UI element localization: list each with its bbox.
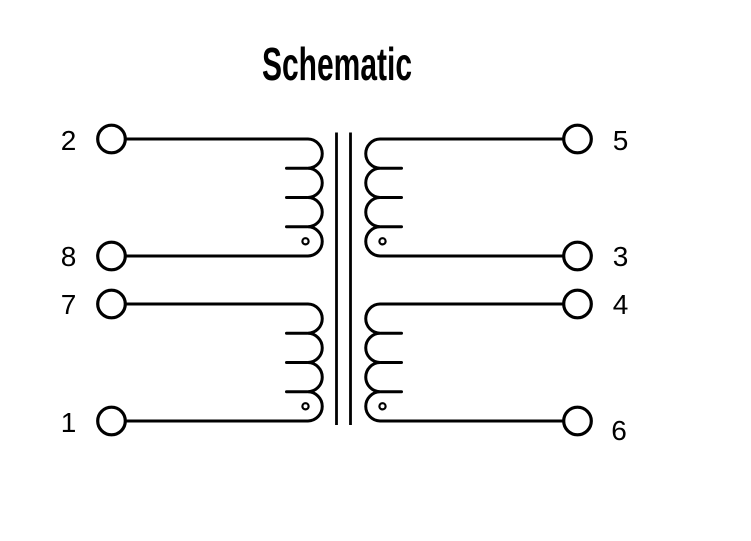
pin-7-label: 7 (61, 289, 77, 320)
pin-terminals (96, 123, 593, 437)
winding-stubs (285, 331, 309, 394)
pin-4-terminal (562, 288, 593, 320)
pin-1-terminal (96, 405, 127, 437)
pin-6-terminal (562, 405, 593, 437)
winding-stubs (379, 331, 403, 394)
winding-stubs (285, 166, 309, 229)
polarity-dot-pin-3 (378, 237, 387, 246)
pin-8-label: 8 (61, 241, 77, 272)
polarity-dot-pin-6 (378, 402, 387, 411)
pin-6-label: 6 (611, 415, 627, 446)
winding-bottom-right (364, 302, 564, 423)
pin-5-terminal (562, 123, 593, 155)
winding-stubs (379, 166, 403, 229)
pin-5-label: 5 (613, 125, 629, 156)
pin-4-label: 4 (613, 289, 629, 320)
pin-7-terminal (96, 288, 127, 320)
pin-labels: 2 8 7 1 5 3 4 6 (61, 125, 629, 446)
pin-8-terminal (96, 240, 127, 272)
winding-top-left (125, 137, 324, 258)
polarity-dot-pin-8 (301, 237, 310, 246)
winding-top-right (364, 137, 564, 258)
pin-3-terminal (562, 240, 593, 272)
winding-bottom-left (125, 302, 324, 423)
pin-2-label: 2 (61, 125, 77, 156)
transformer-core (335, 132, 352, 425)
polarity-dot-pin-1 (301, 402, 310, 411)
pin-3-label: 3 (613, 241, 629, 272)
schematic-title: Schematic (262, 38, 412, 90)
pin-1-label: 1 (61, 407, 77, 438)
pin-2-terminal (96, 123, 127, 155)
